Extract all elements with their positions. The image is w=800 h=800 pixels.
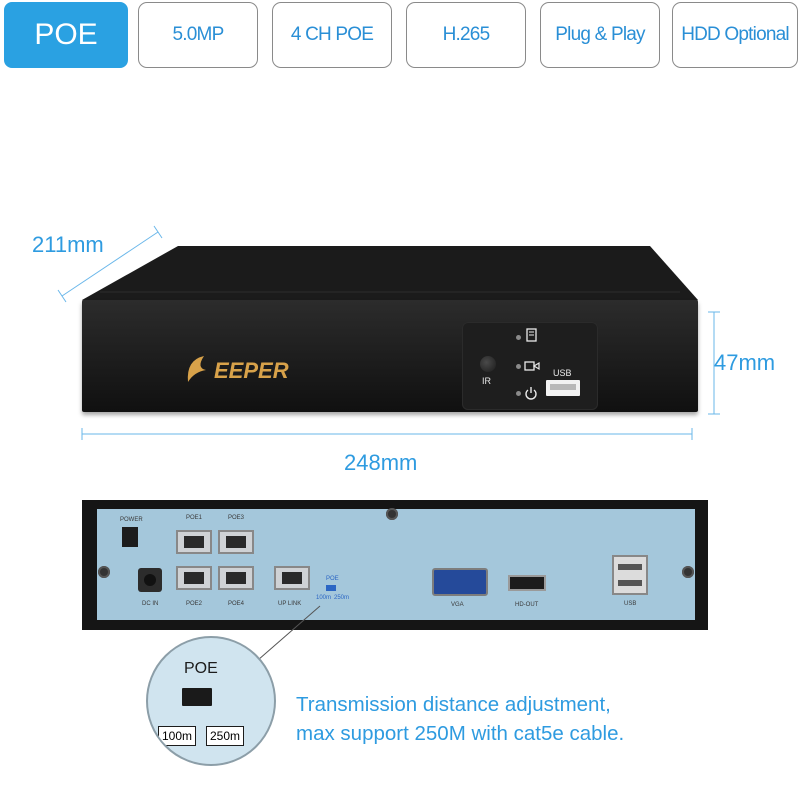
hdd-icon	[526, 328, 537, 342]
feature-tag-hdd-optional: HDD Optional	[672, 2, 798, 68]
front-usb-label: USB	[553, 368, 572, 378]
brand-logo-icon	[187, 356, 206, 382]
poe3-label: POE3	[228, 515, 245, 521]
feature-tag-4ch-poe: 4 CH POE	[272, 2, 392, 68]
zoom-switch	[182, 688, 212, 706]
poe3-port	[218, 530, 254, 554]
front-usb-port	[546, 380, 580, 396]
power-switch	[122, 527, 138, 547]
feature-tag-label: Plug & Play	[555, 24, 645, 45]
poe-range-100-label: 100m	[316, 595, 332, 601]
ir-sensor	[480, 356, 496, 372]
poe1-label: POE1	[186, 515, 203, 521]
power-label: POWER	[120, 517, 143, 523]
rear-usb-label: USB	[624, 601, 637, 607]
poe2-label: POE2	[186, 601, 203, 607]
dc-in-label: DC IN	[142, 601, 159, 607]
brand-logo-text: EEPER	[214, 358, 289, 383]
top-screw	[386, 508, 398, 520]
feature-tag-5mp: 5.0MP	[138, 2, 258, 68]
poe2-port	[176, 566, 212, 590]
left-screw	[98, 566, 110, 578]
poe4-port	[218, 566, 254, 590]
right-screw	[682, 566, 694, 578]
uplink-label: UP LINK	[278, 601, 302, 607]
zoom-range-250: 250m	[206, 726, 244, 746]
height-dimension-label: 47mm	[714, 350, 776, 375]
zoom-title: POE	[184, 660, 218, 677]
poe-range-250-label: 250m	[334, 595, 350, 601]
poe-switch	[326, 585, 336, 591]
callout-line-1: Transmission distance adjustment,	[296, 693, 611, 716]
feature-tag-plug-play: Plug & Play	[540, 2, 660, 68]
uplink-port	[274, 566, 310, 590]
poe-switch-zoom-detail: POE 100m 250m	[146, 636, 276, 766]
depth-dimension-label: 211mm	[32, 232, 104, 257]
device-rear-panel	[97, 509, 695, 620]
feature-tag-label: POE	[34, 18, 98, 51]
power-icon	[525, 387, 537, 400]
feature-tag-label: 4 CH POE	[290, 24, 374, 45]
feature-tag-label: 5.0MP	[172, 24, 225, 45]
rear-usb-ports	[612, 555, 648, 595]
vga-label: VGA	[451, 602, 464, 608]
ir-label: IR	[482, 376, 491, 386]
hdmi-port	[508, 575, 546, 591]
hdout-label: HD-OUT	[515, 602, 539, 608]
feature-tag-label: HDD Optional	[681, 24, 789, 45]
hdd-led	[516, 335, 521, 340]
poe1-port	[176, 530, 212, 554]
poe4-label: POE4	[228, 601, 245, 607]
feature-tag-poe: POE	[4, 2, 128, 68]
feature-tag-h265: H.265	[406, 2, 526, 68]
dc-in-jack	[138, 568, 162, 592]
width-dimension-label: 248mm	[344, 450, 418, 475]
feature-tag-label: H.265	[442, 24, 490, 45]
zoom-range-100: 100m	[158, 726, 196, 746]
camera-icon	[524, 361, 540, 371]
poe-switch-label: POE	[326, 576, 339, 582]
power-led	[516, 391, 521, 396]
callout-text: Transmission distance adjustment, max su…	[296, 690, 624, 748]
vga-port	[432, 568, 488, 596]
record-led	[516, 364, 521, 369]
callout-line-2: max support 250M with cat5e cable.	[296, 722, 625, 745]
